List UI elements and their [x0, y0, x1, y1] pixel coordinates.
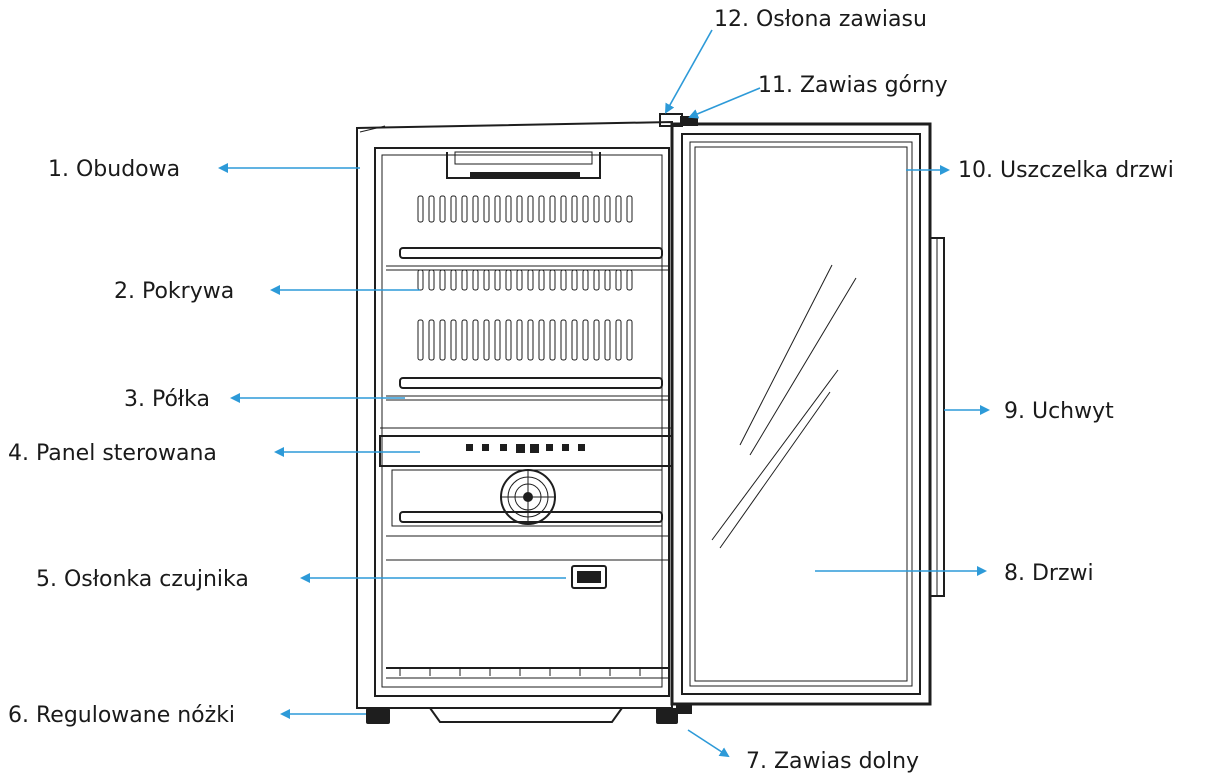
vent-slot	[439, 269, 446, 291]
vent-slot	[505, 195, 512, 223]
vent-slot	[494, 195, 501, 223]
callout-arrows	[218, 29, 990, 758]
vent-slot	[516, 269, 523, 291]
vent-slot	[494, 269, 501, 291]
vent-grille-upper	[417, 195, 633, 223]
vent-slot	[615, 319, 622, 361]
vent-slot	[615, 269, 622, 291]
control-panel	[379, 427, 673, 467]
vent-slot	[538, 269, 545, 291]
vent-slot	[560, 269, 567, 291]
label-adjustable-feet: 6. Regulowane nóżki	[8, 703, 235, 728]
vent-slot	[604, 195, 611, 223]
vent-slot	[582, 195, 589, 223]
vent-slot	[626, 269, 633, 291]
label-cover: 2. Pokrywa	[114, 279, 234, 304]
label-cabinet: 1. Obudowa	[48, 157, 180, 182]
shelf-3	[386, 511, 668, 537]
adjustable-feet	[366, 707, 678, 724]
callout-labels: 1. Obudowa 2. Pokrywa 3. Półka 4. Panel …	[8, 7, 1174, 774]
vent-slot	[571, 195, 578, 223]
fan-compartment	[391, 469, 663, 527]
hinge-cover	[659, 113, 683, 127]
vent-slot	[571, 319, 578, 361]
shelf-2	[386, 377, 668, 401]
vent-slot	[428, 319, 435, 361]
vent-slot	[604, 269, 611, 291]
vent-slot	[626, 195, 633, 223]
vent-slot	[538, 319, 545, 361]
arrow-11	[688, 87, 761, 119]
vent-grille-middle	[417, 319, 633, 361]
vent-slot	[527, 195, 534, 223]
sensor-cover	[386, 559, 668, 589]
label-hinge-cover: 12. Osłona zawiasu	[714, 7, 927, 32]
vent-slot	[483, 195, 490, 223]
label-handle: 9. Uchwyt	[1004, 399, 1114, 424]
vent-slot	[582, 319, 589, 361]
label-bottom-hinge: 7. Zawias dolny	[746, 749, 919, 774]
arrow-7	[687, 729, 730, 758]
vent-slot	[505, 319, 512, 361]
vent-slot	[417, 195, 424, 223]
vent-slot	[527, 269, 534, 291]
bottom-tray	[386, 667, 668, 679]
vent-slot	[450, 319, 457, 361]
vent-slot	[593, 319, 600, 361]
vent-slot	[439, 195, 446, 223]
vent-slot	[538, 195, 545, 223]
cabinet-body	[356, 120, 673, 709]
door	[670, 122, 932, 706]
vent-slot	[472, 269, 479, 291]
vent-slot	[549, 269, 556, 291]
door-glass-reflection	[711, 264, 857, 549]
vent-slot	[604, 319, 611, 361]
vent-slot	[505, 269, 512, 291]
arrow-12	[665, 29, 713, 114]
vent-slot	[527, 319, 534, 361]
vent-slot	[450, 195, 457, 223]
bottom-hinge	[676, 704, 692, 714]
vent-slot	[560, 195, 567, 223]
label-control-panel: 4. Panel sterowana	[8, 441, 217, 466]
top-hinge	[680, 116, 698, 126]
vent-slot	[439, 319, 446, 361]
vent-slot	[417, 269, 424, 291]
vent-slot	[516, 195, 523, 223]
vent-slot	[417, 319, 424, 361]
control-buttons	[466, 444, 585, 453]
top-light-housing	[446, 151, 601, 179]
vent-slot	[461, 195, 468, 223]
vent-slot	[450, 269, 457, 291]
vent-slot	[516, 319, 523, 361]
vent-slot	[593, 269, 600, 291]
vent-slot	[428, 195, 435, 223]
vent-slot	[461, 319, 468, 361]
vent-slot	[483, 319, 490, 361]
vent-slot	[571, 269, 578, 291]
vent-slot	[560, 319, 567, 361]
vent-slot	[483, 269, 490, 291]
vent-grille-lower	[417, 269, 633, 291]
vent-slot	[472, 195, 479, 223]
label-top-hinge: 11. Zawias górny	[758, 73, 948, 98]
label-door-seal: 10. Uszczelka drzwi	[958, 158, 1174, 183]
vent-slot	[593, 195, 600, 223]
vent-slot	[472, 319, 479, 361]
handle	[929, 237, 945, 597]
vent-slot	[549, 319, 556, 361]
label-sensor-cover: 5. Osłonka czujnika	[36, 567, 249, 592]
vent-slot	[461, 269, 468, 291]
vent-slot	[428, 269, 435, 291]
label-shelf: 3. Półka	[124, 387, 210, 412]
vent-slot	[626, 319, 633, 361]
label-door: 8. Drzwi	[1004, 561, 1094, 586]
vent-slot	[615, 195, 622, 223]
fridge-drawing	[356, 113, 945, 724]
shelf-1	[386, 247, 668, 271]
vent-slot	[549, 195, 556, 223]
vent-slot	[582, 269, 589, 291]
vent-slot	[494, 319, 501, 361]
